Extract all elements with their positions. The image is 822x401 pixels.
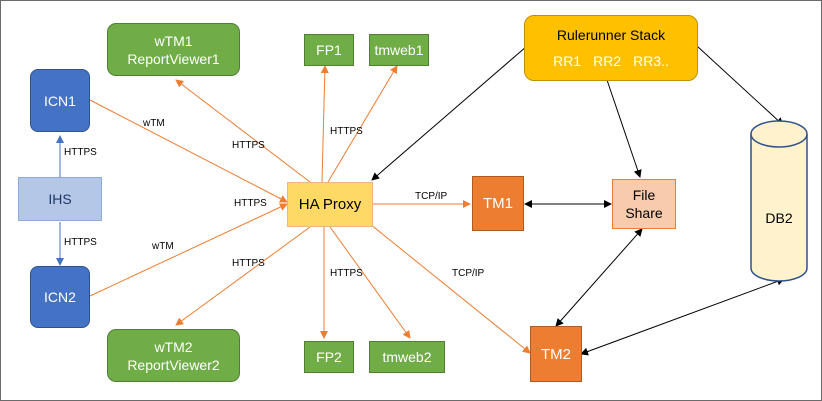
edge-tm2-db2 bbox=[580, 277, 785, 356]
rulerunner-item-rr3: RR3.. bbox=[633, 53, 669, 69]
edge-label-proxy-wtm1: HTTPS bbox=[232, 140, 265, 151]
edge-label-icn1-wtm: wTM bbox=[143, 118, 165, 129]
node-wtm2-reportviewer2: wTM2 ReportViewer2 bbox=[107, 329, 240, 382]
edge-label-proxy-tmweb1: HTTPS bbox=[330, 126, 363, 137]
node-file-share-line2: Share bbox=[625, 205, 663, 221]
edge-label-proxy-tm2: TCP/IP bbox=[452, 268, 485, 279]
edge-icn2-proxy bbox=[89, 203, 288, 297]
node-rulerunner-stack: Rulerunner Stack RR1 RR2 RR3.. bbox=[524, 15, 698, 81]
edge-icn1-proxy bbox=[89, 99, 288, 203]
node-tm1: TM1 bbox=[472, 176, 524, 231]
node-file-share-line1: File bbox=[632, 187, 656, 203]
edge-fileshare-tm2 bbox=[555, 228, 643, 327]
node-ha-proxy: HA Proxy bbox=[287, 182, 373, 227]
edge-label-proxy-wtm2: HTTPS bbox=[232, 258, 265, 269]
node-fp1: FP1 bbox=[304, 34, 354, 66]
node-tmweb1: tmweb1 bbox=[369, 34, 429, 66]
edge-label-proxy-tm1: TCP/IP bbox=[415, 191, 448, 202]
edge-proxy-tmweb1 bbox=[327, 65, 398, 183]
rulerunner-item-rr1: RR1 bbox=[553, 53, 582, 69]
edge-label-ihs-icn1: HTTPS bbox=[64, 147, 97, 158]
node-db2-label: DB2 bbox=[765, 210, 793, 226]
edge-proxy-fp1 bbox=[320, 65, 329, 183]
edge-rr-db2 bbox=[696, 45, 784, 126]
edge-label-icn2-wtm: wTM bbox=[152, 241, 174, 252]
node-icn2: ICN2 bbox=[30, 266, 90, 328]
edge-label-proxy-fp2: HTTPS bbox=[330, 268, 363, 279]
node-wtm1-line1: wTM1 bbox=[154, 32, 193, 49]
rulerunner-items: RR1 RR2 RR3.. bbox=[553, 53, 669, 69]
node-fp2: FP2 bbox=[304, 341, 354, 373]
edge-rr-proxy bbox=[371, 45, 528, 181]
edge-proxy-wtm1 bbox=[175, 79, 311, 183]
edge-proxy-tm2 bbox=[364, 219, 531, 354]
rulerunner-title: Rulerunner Stack bbox=[556, 27, 666, 43]
node-wtm1-reportviewer1: wTM1 ReportViewer1 bbox=[107, 23, 240, 76]
node-ihs: IHS bbox=[18, 177, 102, 221]
rulerunner-item-rr2: RR2 bbox=[593, 53, 622, 69]
edge-proxy-wtm2 bbox=[175, 226, 311, 326]
node-wtm2-line2: ReportViewer2 bbox=[127, 356, 220, 373]
node-db2-cylinder bbox=[750, 120, 808, 282]
node-wtm1-line2: ReportViewer1 bbox=[127, 50, 220, 67]
edge-rr-fileshare bbox=[606, 79, 642, 178]
node-wtm2-line1: wTM2 bbox=[154, 338, 193, 355]
edge-label-proxy-icn1: HTTPS bbox=[234, 198, 267, 209]
node-icn1: ICN1 bbox=[30, 69, 90, 132]
node-tm2: TM2 bbox=[530, 326, 582, 382]
node-tmweb2: tmweb2 bbox=[369, 341, 445, 373]
edge-proxy-tmweb2 bbox=[329, 226, 411, 339]
node-file-share: File Share bbox=[612, 179, 676, 229]
edge-label-ihs-icn2: HTTPS bbox=[64, 237, 97, 248]
